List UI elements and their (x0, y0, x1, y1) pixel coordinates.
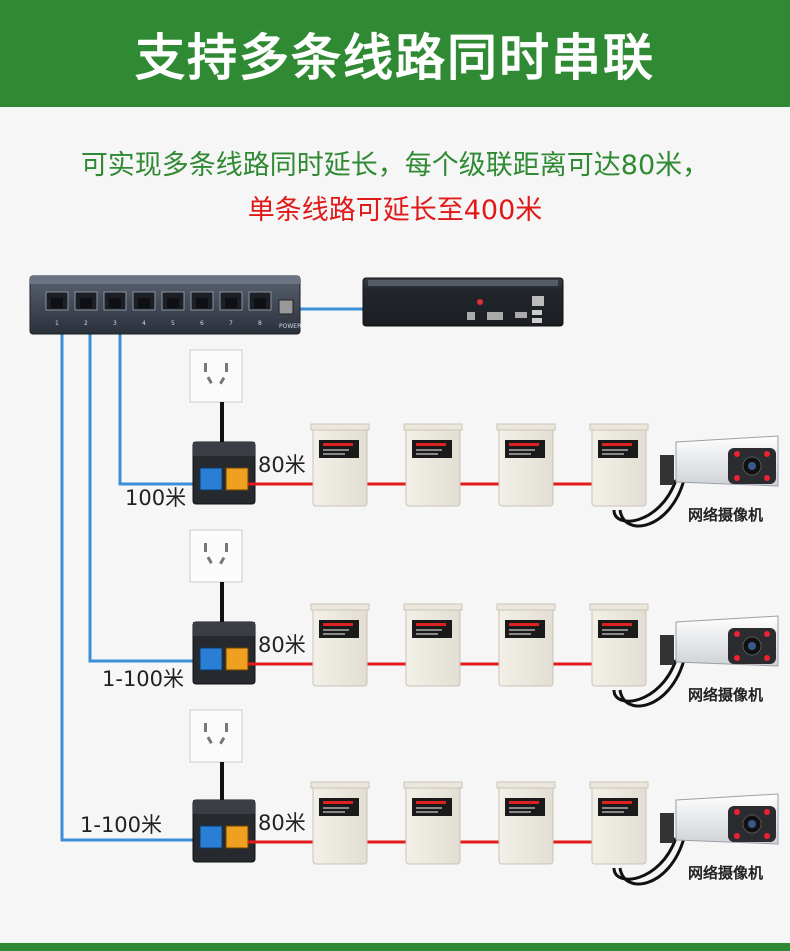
port-number: 5 (171, 320, 175, 327)
poe-extender-box (310, 603, 370, 687)
port-number: 1 (55, 320, 59, 327)
left-distance: 1-100米 (80, 813, 162, 837)
power-outlet-icon (189, 709, 243, 763)
poe-extender-box (403, 603, 463, 687)
left-distance: 1-100米 (102, 667, 184, 691)
poe-extender-box (403, 423, 463, 507)
blue-cables (60, 307, 368, 842)
poe-extender-box (496, 781, 556, 865)
nvr-recorder (362, 277, 564, 327)
poe-extender-box (589, 603, 649, 687)
camera-cable (612, 635, 686, 708)
poe-extender-box (496, 603, 556, 687)
header-banner: 支持多条线路同时串联 (0, 0, 790, 107)
poe-extender-box (310, 423, 370, 507)
poe-extender-box (589, 781, 649, 865)
subtitle-line-1: 可实现多条线路同时延长，每个级联距离可达80米， (80, 150, 710, 181)
network-switch: 1 2 3 4 5 6 7 8 POWER (29, 275, 301, 335)
switch-port: 3 (103, 291, 127, 327)
poe-extender-box (589, 423, 649, 507)
rj45-port-orange (225, 825, 249, 849)
poe-extender-box (310, 781, 370, 865)
port-number: 7 (229, 320, 233, 327)
switch-port: 4 (132, 291, 156, 327)
rj45-port-blue (199, 647, 223, 671)
bottom-rule (0, 943, 790, 951)
rj45-port-blue (199, 825, 223, 849)
poe-extender-box (496, 423, 556, 507)
switch-port: 1 (45, 291, 69, 327)
camera-label: 网络摄像机 (688, 686, 763, 704)
port-number: 8 (258, 320, 262, 327)
power-socket-icon (278, 299, 294, 315)
camera-cable (612, 813, 686, 886)
segment-distance: 80米 (258, 811, 306, 835)
port-number: 6 (200, 320, 204, 327)
segment-distance: 80米 (258, 633, 306, 657)
poe-injector (192, 441, 256, 505)
poe-extender-box (403, 781, 463, 865)
camera-label: 网络摄像机 (688, 506, 763, 524)
bullet-camera-icon (675, 435, 779, 487)
left-distance: 100米 (125, 486, 186, 510)
switch-port: 6 (190, 291, 214, 327)
power-outlet-icon (189, 529, 243, 583)
camera-cable (612, 455, 686, 528)
bullet-camera-icon (675, 793, 779, 845)
switch-port: 2 (74, 291, 98, 327)
subtitle-line-2: 单条线路可延长至400米 (247, 195, 543, 226)
port-number: 4 (142, 320, 146, 327)
camera-label: 网络摄像机 (688, 864, 763, 882)
segment-distance: 80米 (258, 453, 306, 477)
rj45-port-orange (225, 467, 249, 491)
port-number: 2 (84, 320, 88, 327)
rj45-port-blue (199, 467, 223, 491)
port-number: 3 (113, 320, 117, 327)
switch-port: 7 (219, 291, 243, 327)
page-title: 支持多条线路同时串联 (135, 29, 655, 87)
power-outlet-icon (189, 349, 243, 403)
bullet-camera-icon (675, 615, 779, 667)
power-label: POWER (279, 323, 301, 330)
rj45-port-orange (225, 647, 249, 671)
switch-port: 5 (161, 291, 185, 327)
poe-injector (192, 799, 256, 863)
switch-port: 8 (248, 291, 272, 327)
poe-injector (192, 621, 256, 685)
